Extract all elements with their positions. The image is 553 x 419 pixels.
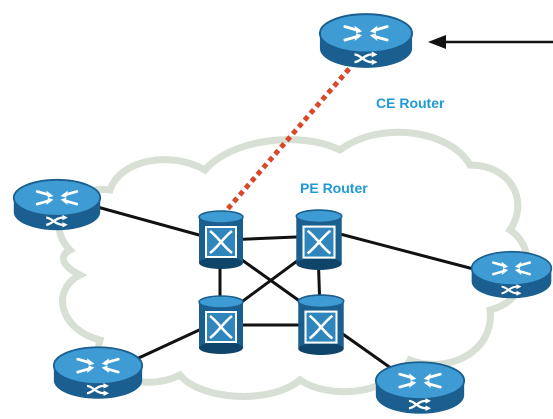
pe-router-label: PE Router: [300, 180, 368, 196]
right-router-icon: [470, 250, 553, 300]
bottom-left-router-icon: [52, 345, 144, 401]
bottom-right-router-icon: [374, 360, 466, 416]
link-bottom-left-router-to-pe3: [129, 323, 211, 364]
ce-pe-link: [223, 60, 357, 214]
link-left-router-to-pe1: [89, 203, 211, 240]
arrow-icon: [428, 35, 553, 49]
ce-router-label: CE Router: [376, 95, 445, 111]
left-router-icon: [12, 178, 102, 232]
link-pe2-to-right-router: [339, 232, 486, 274]
pe-switch-2-icon: [294, 208, 344, 270]
pe-switch-4-icon: [296, 293, 346, 355]
pe-switch-3-icon: [197, 294, 245, 355]
ce-router-icon: [318, 12, 414, 70]
pe-switch-1-icon: [197, 209, 245, 270]
